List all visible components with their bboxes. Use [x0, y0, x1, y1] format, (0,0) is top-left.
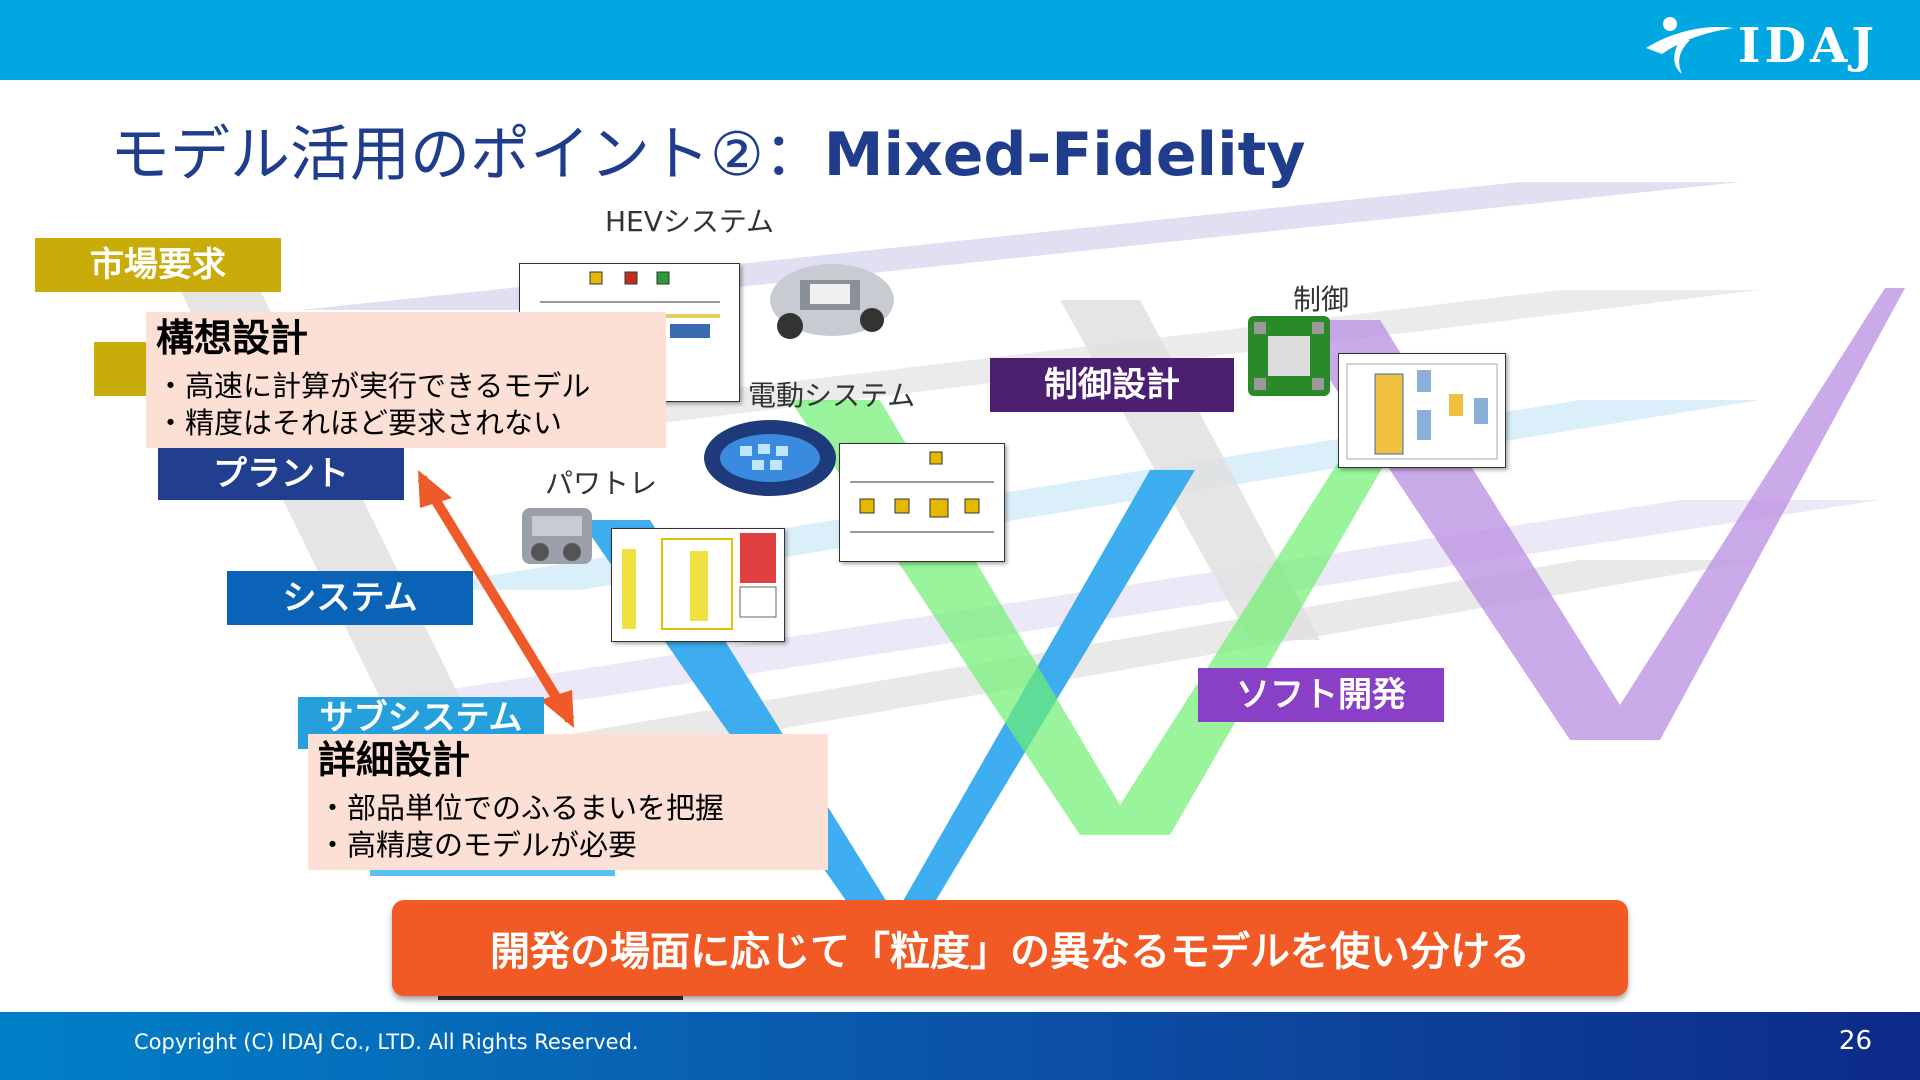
label-control-design: 制御設計	[990, 358, 1234, 412]
callout-detail-line-1: ・部品単位でのふるまいを把握	[318, 790, 725, 825]
callout-detail-line-2: ・高精度のモデルが必要	[318, 828, 638, 863]
idaj-swoosh-logo-icon	[1646, 17, 1734, 74]
callout-concept-design: 構想設計 ・高速に計算が実行できるモデル ・精度はそれほど要求されない	[146, 312, 666, 448]
copyright-text: Copyright (C) IDAJ Co., LTD. All Rights …	[134, 1030, 639, 1054]
key-message-banner: 開発の場面に応じて「粒度」の異なるモデルを使い分ける	[392, 900, 1628, 996]
caption-control: 制御	[1293, 283, 1350, 316]
callout-concept-line-1: ・高速に計算が実行できるモデル	[156, 368, 591, 403]
powertrain-model-diagram-icon	[622, 533, 777, 630]
caption-powertrain: パワトレ	[545, 467, 658, 500]
caption-hev: HEVシステム	[605, 205, 775, 238]
title-jp: モデル活用のポイント②：	[110, 120, 824, 190]
header-bar	[0, 0, 1920, 80]
control-board-icon	[1248, 316, 1330, 396]
electric-model-diagram-icon	[850, 451, 994, 533]
electric-car-icon	[704, 420, 836, 496]
page-number: 26	[1838, 1026, 1872, 1056]
footer-bar	[0, 1012, 1920, 1080]
control-model-thumbnail	[1338, 353, 1506, 468]
callout-detail-heading: 詳細設計	[318, 738, 471, 782]
v-blue	[580, 470, 1195, 935]
callout-concept-heading: 構想設計	[156, 316, 309, 360]
callout-detail-design: 詳細設計 ・部品単位でのふるまいを把握 ・高精度のモデルが必要	[308, 734, 828, 870]
label-market: 市場要求	[35, 238, 281, 292]
callout-concept-line-2: ・精度はそれほど要求されない	[156, 406, 563, 441]
double-arrow-icon	[417, 475, 575, 723]
hev-car-icon	[770, 264, 894, 339]
caption-electric: 電動システム	[748, 379, 916, 412]
band-purple-light	[300, 182, 1740, 310]
v-purple	[1290, 288, 1905, 740]
title-en: Mixed-Fidelity	[823, 120, 1306, 190]
electric-model-thumbnail	[839, 443, 1005, 562]
slide-title: モデル活用のポイント②：Mixed-Fidelity	[110, 106, 1305, 193]
arrow-head-top	[418, 470, 452, 508]
market-tab	[94, 342, 154, 396]
engine-icon	[522, 508, 592, 564]
arrow-head-bottom	[540, 690, 574, 728]
powertrain-model-thumbnail	[611, 528, 785, 642]
logo-text: IDAJ	[1738, 18, 1879, 74]
label-system: システム	[227, 571, 473, 625]
label-plant: プラント	[158, 448, 404, 500]
label-software-dev: ソフト開発	[1198, 668, 1444, 722]
control-model-diagram-icon	[1346, 363, 1498, 460]
idaj-logo: IDAJ	[1642, 10, 1882, 76]
